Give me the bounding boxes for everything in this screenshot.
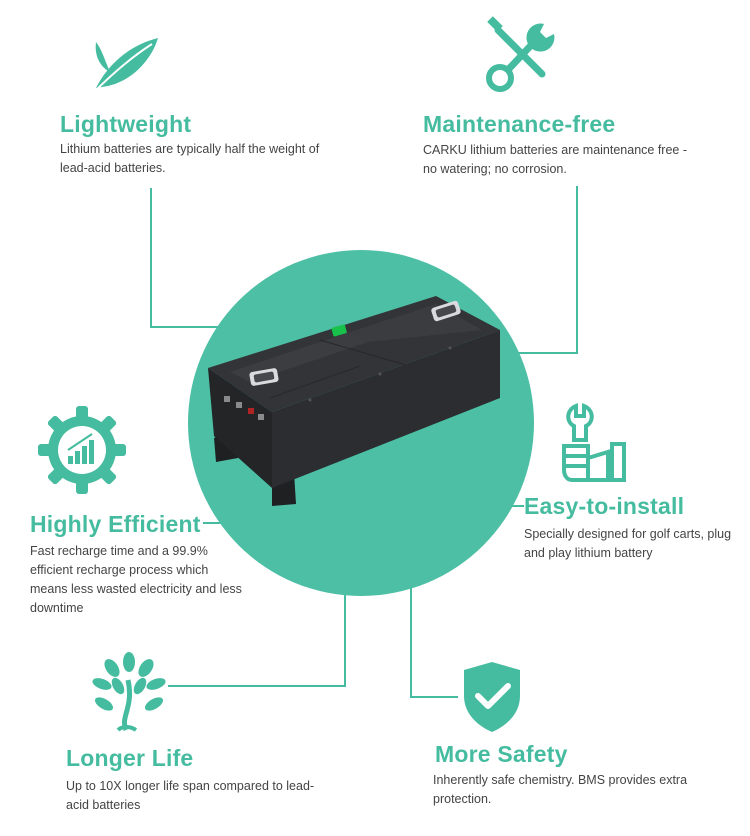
hand-wrench-icon	[562, 403, 626, 482]
connector-safety-h	[410, 696, 458, 698]
connector-longlife-v	[344, 590, 346, 687]
connector-maintenance-h	[505, 352, 578, 354]
gear-bar-chart-icon	[38, 406, 126, 494]
connector-lightweight-h	[150, 326, 250, 328]
shield-check-icon	[464, 662, 520, 732]
tree-icon	[92, 652, 166, 732]
maintenance-description: CARKU lithium batteries are maintenance …	[423, 143, 688, 176]
connector-efficient-h	[203, 522, 233, 524]
connector-maintenance-v	[576, 186, 578, 354]
connector-safety-v	[410, 586, 412, 698]
install-title: Easy-to-install	[524, 493, 685, 519]
connector-lightweight-v	[150, 188, 152, 328]
connector-longlife-h	[168, 685, 346, 687]
lightweight-title: Lightweight	[60, 111, 192, 137]
efficient-description: Fast recharge time and a 99.9% efficient…	[30, 544, 242, 615]
battery-image	[208, 296, 500, 506]
maintenance-title: Maintenance-free	[423, 111, 616, 137]
longlife-title: Longer Life	[66, 745, 194, 771]
safety-description: Inherently safe chemistry. BMS provides …	[433, 773, 688, 806]
lightweight-description: Lithium batteries are typically half the…	[60, 142, 320, 175]
install-description: Specially designed for golf carts, plug …	[524, 527, 732, 560]
feather-icon	[91, 38, 158, 95]
wrench-screwdriver-icon	[486, 16, 555, 92]
safety-title: More Safety	[435, 741, 568, 767]
longlife-description: Up to 10X longer life span compared to l…	[66, 779, 315, 812]
efficient-title: Highly Efficient	[30, 511, 201, 537]
